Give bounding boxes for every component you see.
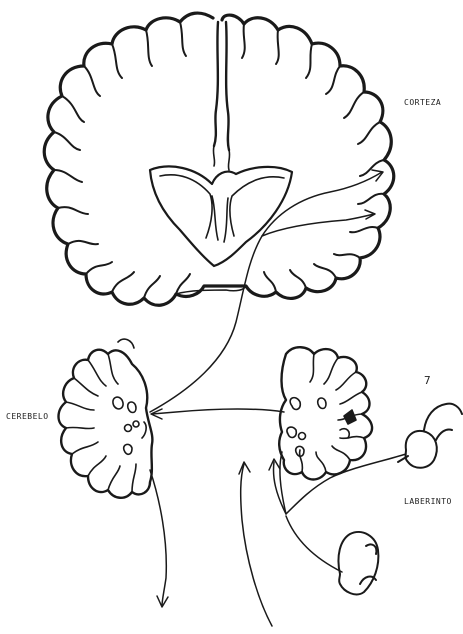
labyrinth-label: LABERINTO <box>404 497 452 506</box>
cerebellum-label: CEREBELO <box>6 412 49 421</box>
longitudinal-fissure <box>214 22 229 150</box>
cortex-outline <box>44 13 394 305</box>
cerebellum-right <box>279 347 372 479</box>
cortex-gyri-left <box>54 22 190 298</box>
cortex-label: CORTEZA <box>404 98 441 107</box>
numeral-label: 7 <box>424 374 431 387</box>
cerebellum-left-nuclei <box>113 397 146 454</box>
cerebellum-right-nuclei <box>287 398 356 457</box>
lateral-ventricles <box>150 166 292 266</box>
labyrinth <box>398 404 462 468</box>
cerebellum-right-folia <box>300 354 364 472</box>
cortex-gyri-right <box>242 24 384 292</box>
lower-vestibular-organ <box>338 532 378 594</box>
